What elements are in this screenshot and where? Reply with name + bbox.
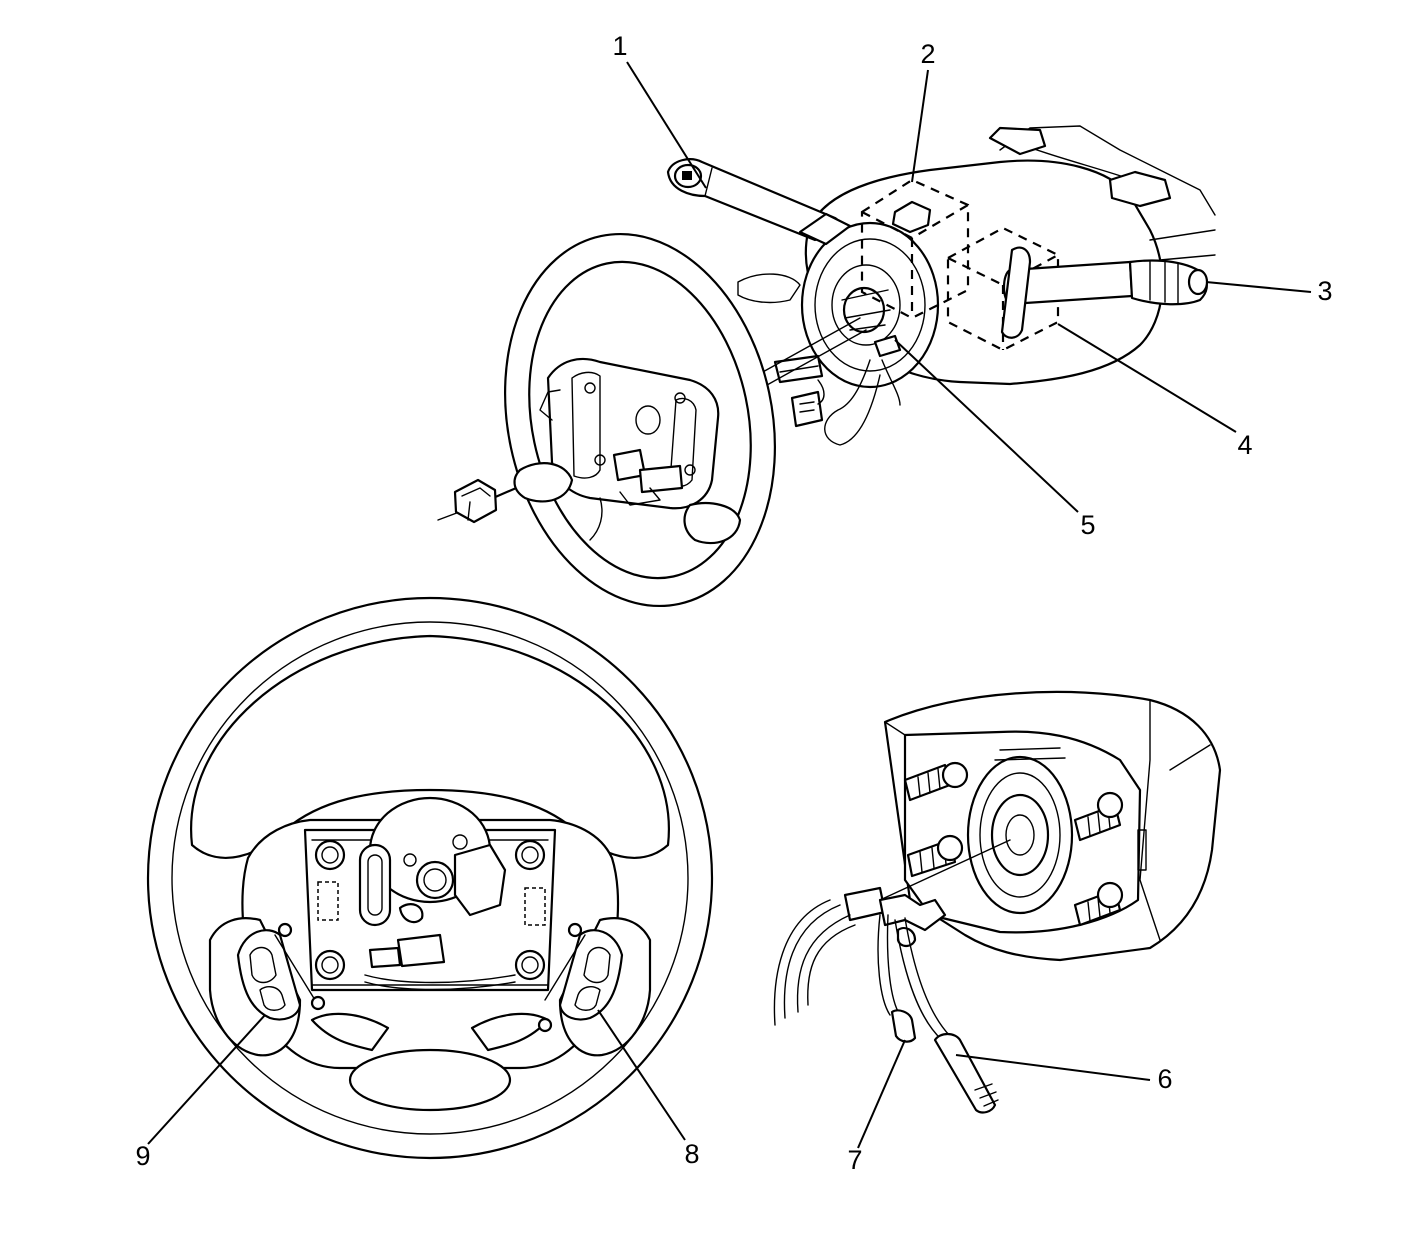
leader-8 [597, 1009, 686, 1141]
leader-7 [857, 1039, 906, 1149]
callouts: 1 2 3 4 5 6 7 8 9 [135, 31, 1332, 1175]
leader-6 [955, 1054, 1151, 1081]
leader-3 [1205, 281, 1312, 293]
leader-1 [626, 61, 707, 189]
leader-9 [147, 1014, 266, 1145]
callout-7: 7 [847, 1145, 862, 1175]
steering-column-assembly [437, 125, 1216, 608]
inflator-module-rear-view [773, 690, 1222, 1114]
leader-4 [1057, 323, 1237, 433]
callout-1: 1 [612, 31, 627, 61]
callout-4: 4 [1237, 430, 1252, 460]
leader-2 [911, 69, 929, 183]
callout-2: 2 [920, 39, 935, 69]
steering-wheel-front-view [146, 596, 714, 1160]
leader-lines [147, 61, 1312, 1149]
callout-9: 9 [135, 1141, 150, 1171]
callout-6: 6 [1157, 1064, 1172, 1094]
callout-3: 3 [1317, 276, 1332, 306]
callout-5: 5 [1080, 510, 1095, 540]
leader-5 [894, 339, 1079, 513]
callout-8: 8 [684, 1139, 699, 1169]
